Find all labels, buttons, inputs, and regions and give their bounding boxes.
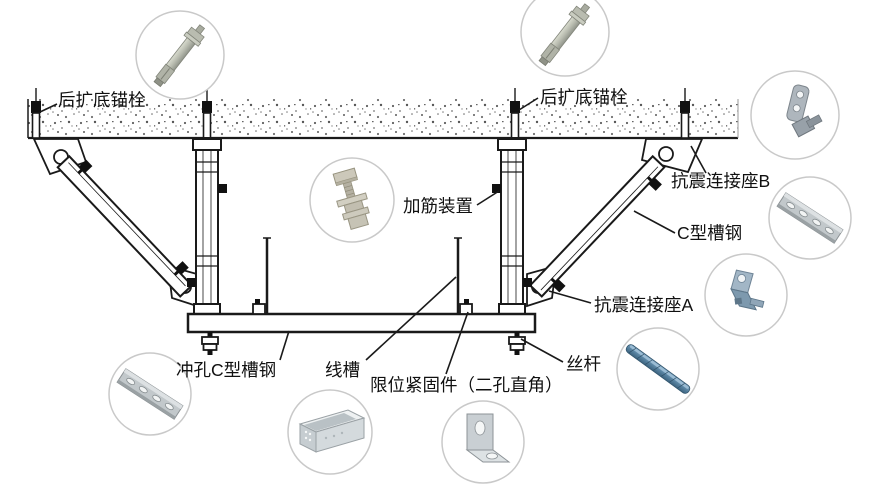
labels: 后扩底锚栓 后扩底锚栓 加筋装置 抗震连接座B C型槽钢 抗震连接座A 冲孔C型… xyxy=(58,87,770,395)
ceiling-slab xyxy=(27,99,739,140)
cable-tray-photo xyxy=(298,409,366,453)
limit-fastener-left xyxy=(252,299,266,315)
callout-anchor-bolt-top-left xyxy=(135,10,225,100)
limit-fastener-right xyxy=(459,299,473,315)
callout-c-channel xyxy=(768,176,852,260)
angle-bracket-photo xyxy=(465,413,511,463)
label-c-channel: C型槽钢 xyxy=(677,223,742,243)
cable-trough-walls xyxy=(263,237,462,314)
callout-angle-bracket xyxy=(441,400,525,484)
callout-seat-b xyxy=(750,70,840,160)
label-threaded-rod: 丝杆 xyxy=(566,354,601,374)
rod-nut-left xyxy=(201,331,219,356)
brace-left xyxy=(56,148,201,298)
callout-threaded-rod xyxy=(616,327,700,411)
seismic-seat-a-photo xyxy=(730,269,765,311)
label-punched-c-channel: 冲孔C型槽钢 xyxy=(176,360,276,380)
label-anchor-left: 后扩底锚栓 xyxy=(58,90,146,110)
tray-support-channel xyxy=(186,312,537,334)
rod-nut-right xyxy=(508,331,526,356)
label-seismic-seat-a: 抗震连接座A xyxy=(594,295,693,315)
label-wire-trough: 线槽 xyxy=(325,360,360,380)
callout-seat-a xyxy=(704,253,788,337)
label-reinforcement-device: 加筋装置 xyxy=(403,196,473,216)
leader-lines xyxy=(39,97,707,375)
bolt-assembly-photo xyxy=(332,167,370,231)
label-seismic-seat-b: 抗震连接座B xyxy=(671,171,770,191)
brace-right xyxy=(529,155,673,305)
callout-anchor-bolt-top-center xyxy=(520,0,610,77)
seismic-seat-b-photo xyxy=(786,84,823,138)
label-anchor-right: 后扩底锚栓 xyxy=(540,87,628,107)
callout-cable-tray xyxy=(287,389,373,475)
threaded-rod-photo xyxy=(625,344,691,394)
hanger-right xyxy=(491,137,533,315)
callout-bolt-assembly xyxy=(309,157,395,243)
label-limit-fastener: 限位紧固件（二孔直角） xyxy=(370,375,563,395)
callout-punched-channel xyxy=(108,352,192,436)
